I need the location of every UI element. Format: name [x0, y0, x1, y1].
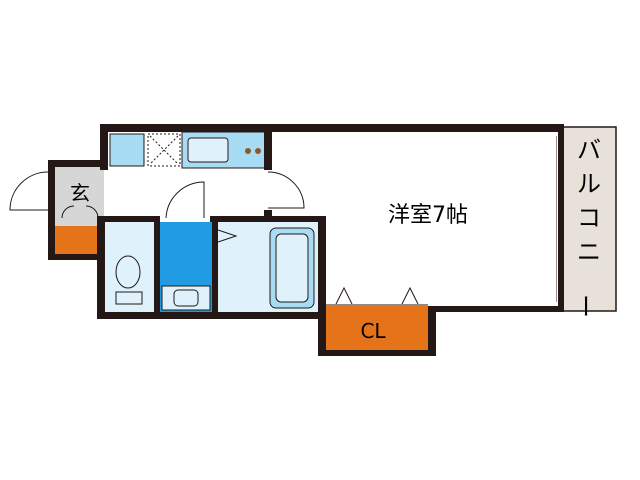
balcony-label-char: コ	[577, 204, 601, 232]
kitchen-door	[165, 181, 205, 219]
bathtub-inner	[275, 233, 309, 303]
walls	[48, 124, 564, 356]
closet	[318, 306, 434, 354]
washing-machine-mark	[149, 135, 179, 165]
entry-shoe-swing	[61, 205, 99, 219]
stove-burner	[245, 148, 251, 154]
room-door	[267, 171, 305, 209]
wash-basin-bowl	[173, 289, 199, 307]
balcony-label: バルコニー	[571, 136, 601, 318]
washing-machine-mark	[149, 135, 179, 165]
sink	[187, 137, 229, 163]
balcony-label-char: ー	[571, 294, 599, 318]
closet-label: CL	[360, 319, 386, 343]
balcony-label-char: バ	[577, 136, 601, 164]
toilet	[115, 255, 141, 289]
stove-burner	[255, 148, 261, 154]
balcony-label-char: ニ	[577, 238, 601, 266]
entrance-label: 玄	[70, 181, 90, 205]
balcony-label-char: ル	[577, 170, 601, 198]
entrance-floor	[52, 160, 104, 226]
balcony	[561, 126, 617, 312]
closet-door	[335, 286, 419, 305]
shoe-box	[52, 226, 100, 256]
toilet-tank	[115, 291, 143, 305]
washing-machine-space	[147, 133, 181, 167]
entrance-door	[9, 171, 49, 211]
refrigerator-space	[109, 133, 145, 167]
bath-door	[217, 229, 238, 243]
western-room-label: 洋室7帖	[388, 203, 468, 228]
